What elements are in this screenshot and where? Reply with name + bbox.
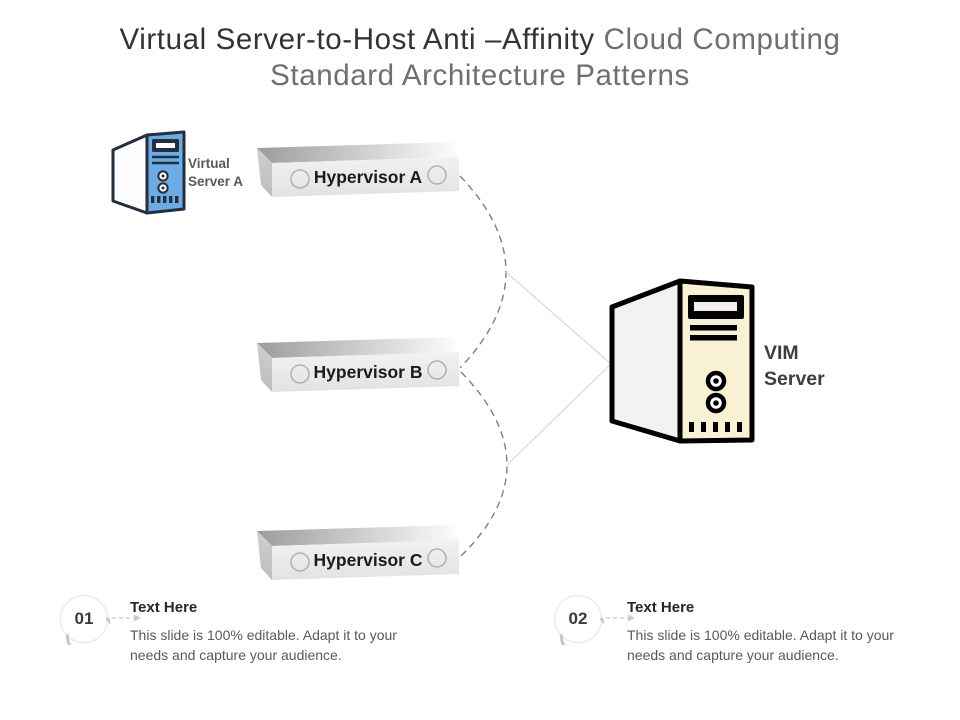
solid-connector-top [505,271,612,365]
bar-stud-icon [290,169,310,189]
title-line2: Standard Architecture Patterns [270,59,690,92]
virtual-server-icon [111,130,186,215]
step-body: This slide is 100% editable. Adapt it to… [627,627,894,663]
step-number: 01 [74,609,94,628]
step2-arrow-icon [628,614,635,622]
dashed-arc-b-c [460,371,508,557]
solid-connector-bottom [506,363,612,466]
title-dark-part: Virtual Server-to-Host Anti –Affinity [119,23,595,56]
hypervisor-bar-b: Hypervisor B [256,336,460,394]
dashed-arc-a-b [459,175,507,369]
bar-stud-icon [427,548,447,568]
step-number: 02 [568,609,588,628]
page-title: Virtual Server-to-Host Anti –Affinity Cl… [0,22,960,94]
step-heading: Text Here [627,599,695,616]
bar-stud-icon [427,165,447,185]
hypervisor-label: Hypervisor A [314,167,423,187]
hypervisor-label: Hypervisor C [314,550,423,570]
vent-ticks-icon [151,196,179,203]
bar-stud-icon [290,552,310,572]
virtual-server-label: Virtual Server A [188,156,244,189]
step1-arrow-icon [134,614,141,622]
step-badge-01: 01 [58,593,116,661]
step-heading: Text Here [130,599,198,616]
vim-server-icon [609,278,755,444]
bar-stud-icon [290,364,310,384]
step-badge-02: 02 [552,593,610,661]
title-gray-part: Cloud Computing [603,23,841,56]
hypervisor-bar-a: Hypervisor A [256,141,460,199]
vim-server-label: VIM Server [764,342,825,390]
vent-ticks-icon [689,422,742,432]
hypervisor-bar-c: Hypervisor C [256,524,460,582]
hypervisor-label: Hypervisor B [314,362,423,382]
step-body: This slide is 100% editable. Adapt it to… [130,627,397,663]
bar-stud-icon [427,360,447,380]
